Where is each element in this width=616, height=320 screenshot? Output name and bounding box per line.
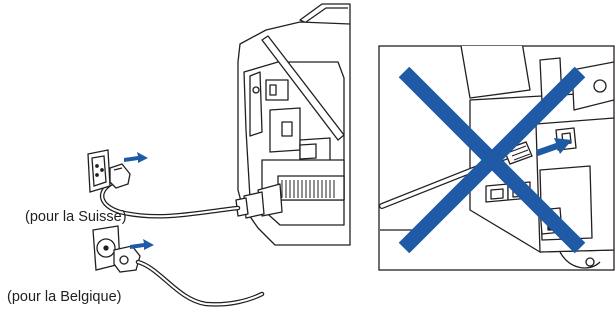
printer-rear [236, 4, 350, 245]
caption-belgium: (pour la Belgique) [7, 289, 121, 305]
caption-switzerland: (pour la Suisse) [25, 209, 127, 225]
arrow-right-icon [124, 152, 148, 163]
belgian-cable [138, 262, 262, 304]
belgian-plug [114, 246, 140, 272]
swiss-wall-socket [88, 150, 110, 192]
arrow-right-icon [130, 239, 154, 250]
swiss-plug [110, 164, 130, 188]
